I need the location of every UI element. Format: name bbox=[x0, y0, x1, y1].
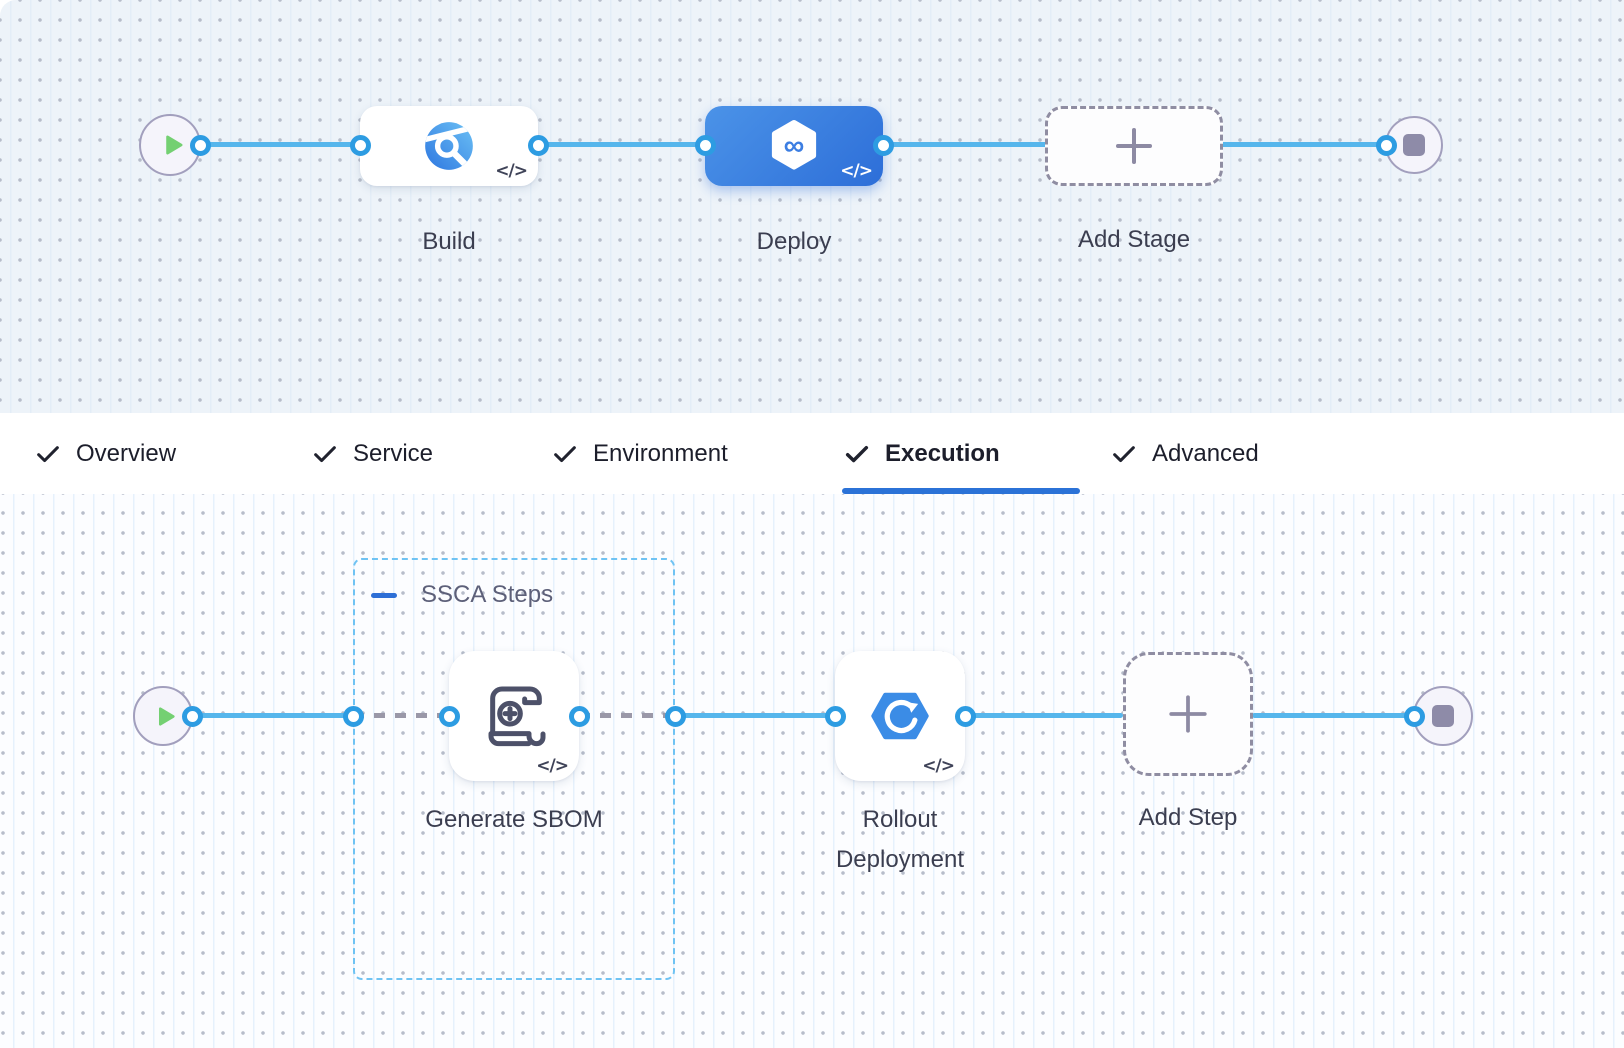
tab-label: Service bbox=[353, 439, 434, 467]
pipeline-start-node bbox=[139, 114, 201, 176]
tab-advanced[interactable]: Advanced bbox=[1110, 413, 1259, 494]
stage-canvas[interactable]: </> ∞ </> Build bbox=[0, 0, 1624, 413]
step-group-ssca[interactable] bbox=[353, 558, 675, 980]
stage-label-deploy: Deploy bbox=[756, 228, 832, 255]
stop-icon bbox=[1432, 705, 1454, 727]
stage-label-build: Build bbox=[422, 228, 476, 255]
active-tab-underline bbox=[842, 488, 1080, 494]
connector-line bbox=[1252, 713, 1414, 718]
connector-dot bbox=[438, 705, 460, 727]
connector-dot bbox=[664, 705, 686, 727]
connector-dot bbox=[181, 705, 203, 727]
tab-overview[interactable]: Overview bbox=[34, 413, 176, 494]
svg-text:∞: ∞ bbox=[784, 130, 805, 162]
tab-label: Overview bbox=[76, 439, 177, 467]
stage-node-deploy[interactable]: ∞ </> bbox=[705, 106, 883, 186]
code-badge-icon: </> bbox=[495, 161, 528, 181]
plus-icon bbox=[1113, 125, 1155, 167]
connector-line bbox=[538, 142, 705, 147]
connector-dot bbox=[568, 705, 590, 727]
connector-dot bbox=[349, 134, 371, 156]
step-group-label: SSCA Steps bbox=[421, 581, 554, 608]
connector-line bbox=[965, 713, 1123, 718]
connector-dot bbox=[1403, 705, 1425, 727]
check-icon bbox=[311, 440, 339, 468]
tab-label: Advanced bbox=[1152, 439, 1259, 467]
plus-icon bbox=[1166, 692, 1210, 736]
code-badge-icon: </> bbox=[922, 756, 955, 776]
code-badge-icon: </> bbox=[536, 756, 569, 776]
connector-line bbox=[192, 713, 353, 718]
ci-build-icon bbox=[423, 120, 475, 172]
add-stage-button[interactable] bbox=[1045, 106, 1223, 186]
check-icon bbox=[1110, 440, 1138, 468]
tab-label: Execution bbox=[885, 439, 1000, 467]
connector-line-dashed bbox=[353, 713, 449, 718]
execution-canvas[interactable]: SSCA Steps </> bbox=[0, 494, 1624, 1048]
sbom-scroll-icon bbox=[474, 676, 554, 756]
collapse-group-icon[interactable] bbox=[371, 593, 397, 598]
connector-line-dashed bbox=[579, 713, 675, 718]
connector-dot bbox=[694, 134, 716, 156]
connector-dot bbox=[527, 134, 549, 156]
stage-label-add-stage: Add Stage bbox=[1077, 226, 1191, 253]
connector-dot bbox=[954, 705, 976, 727]
step-node-rollout-deployment[interactable]: </> bbox=[835, 651, 965, 781]
check-icon bbox=[34, 440, 62, 468]
connector-dot bbox=[824, 705, 846, 727]
check-icon bbox=[551, 440, 579, 468]
connector-line bbox=[675, 713, 835, 718]
connector-dot bbox=[1375, 134, 1397, 156]
cd-deploy-icon: ∞ bbox=[765, 117, 823, 175]
tab-environment[interactable]: Environment bbox=[551, 413, 728, 494]
step-node-generate-sbom[interactable]: </> bbox=[449, 651, 579, 781]
check-icon bbox=[843, 440, 871, 468]
play-icon bbox=[153, 704, 178, 729]
play-icon bbox=[160, 132, 186, 158]
stage-config-tabbar: Overview Service Environment Execution A… bbox=[0, 413, 1624, 494]
pipeline-end-node bbox=[1385, 116, 1443, 174]
connector-dot bbox=[872, 134, 894, 156]
tab-service[interactable]: Service bbox=[311, 413, 433, 494]
stage-node-build[interactable]: </> bbox=[360, 106, 538, 186]
step-label-add-step: Add Step bbox=[1138, 804, 1238, 831]
connector-line bbox=[200, 142, 360, 147]
code-badge-icon: </> bbox=[840, 161, 873, 181]
connector-dot bbox=[189, 134, 211, 156]
tab-execution[interactable]: Execution bbox=[843, 413, 1000, 494]
tab-label: Environment bbox=[593, 439, 728, 467]
connector-dot bbox=[342, 705, 364, 727]
add-step-button[interactable] bbox=[1123, 652, 1253, 776]
step-label-rollout-deployment: Rollout Deployment bbox=[835, 806, 965, 873]
rollout-icon bbox=[867, 683, 933, 749]
step-label-generate-sbom: Generate SBOM bbox=[425, 806, 603, 833]
stop-icon bbox=[1403, 134, 1425, 156]
